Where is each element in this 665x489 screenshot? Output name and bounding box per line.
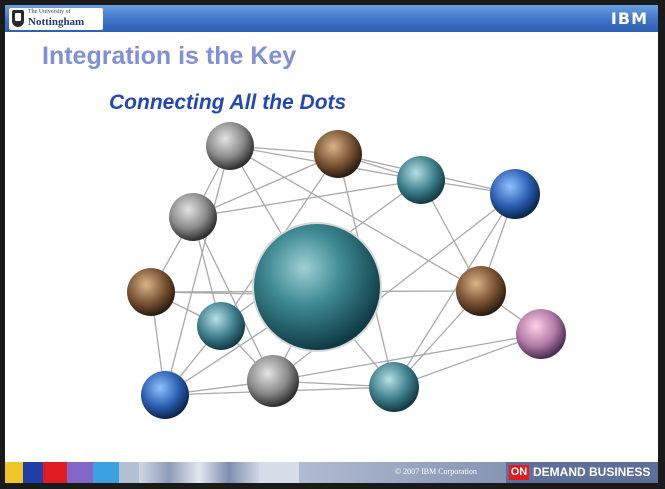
university-name: Nottingham bbox=[28, 16, 85, 28]
photo-node-left-upper bbox=[169, 193, 217, 241]
copyright-text: © 2007 IBM Corporation bbox=[395, 467, 477, 476]
photo-node-bottom-left bbox=[141, 371, 189, 419]
university-crest-icon bbox=[12, 10, 24, 27]
slide: The University of Nottingham IBM Integra… bbox=[5, 5, 658, 483]
slide-subtitle: Connecting All the Dots bbox=[109, 91, 347, 114]
color-block-red bbox=[43, 462, 67, 483]
photo-node-far-right-lower bbox=[516, 309, 566, 359]
on-demand-business-logo: ON DEMAND BUSINESS bbox=[506, 462, 658, 483]
university-small-text: The University of bbox=[28, 9, 71, 15]
photo-node-left-inner bbox=[197, 302, 245, 350]
color-block-yellow bbox=[5, 462, 23, 483]
color-block-lightblue bbox=[93, 462, 119, 483]
slide-title: Integration is the Key bbox=[42, 42, 297, 70]
photo-node-top-middle bbox=[314, 130, 362, 178]
color-block-gray bbox=[119, 462, 139, 483]
demand-business-text: DEMAND BUSINESS bbox=[533, 465, 651, 479]
photo-nodes bbox=[127, 122, 566, 419]
photo-node-right bbox=[456, 266, 506, 316]
photo-node-bottom-right bbox=[369, 362, 419, 412]
on-badge: ON bbox=[509, 465, 529, 480]
photo-strip bbox=[139, 462, 259, 483]
photo-node-top-right bbox=[397, 156, 445, 204]
photo-strip-2 bbox=[259, 462, 299, 483]
photo-node-top-left bbox=[206, 122, 254, 170]
ibm-logo-icon: IBM bbox=[610, 9, 648, 28]
university-logo: The University of Nottingham bbox=[9, 8, 103, 30]
header-bar: The University of Nottingham IBM bbox=[5, 5, 658, 32]
photo-node-left bbox=[127, 268, 175, 316]
footer-bar: © 2007 IBM Corporation ON DEMAND BUSINES… bbox=[5, 462, 658, 483]
color-block-blue bbox=[23, 462, 43, 483]
photo-node-bottom-middle bbox=[247, 355, 299, 407]
color-block-purple bbox=[67, 462, 93, 483]
network-illustration bbox=[127, 122, 566, 419]
photo-node-far-right bbox=[490, 169, 540, 219]
photo-node-center bbox=[252, 222, 382, 352]
